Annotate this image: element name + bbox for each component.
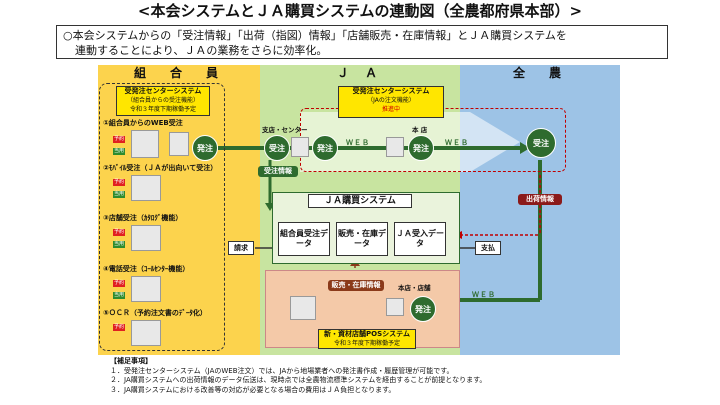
ja-order-system-box: 受発注センターシステム （JAの注文機能） 推進中 — [338, 86, 444, 118]
notes-heading: 【補足事項】 — [110, 357, 152, 365]
order-info-label: 受注情報 — [258, 166, 298, 177]
member-item-web: ①組合員からのWEB受注 予約 当用 — [103, 118, 221, 160]
pos-system-sub: 令和３年度下期稼働予定 — [333, 340, 400, 347]
tag-touyou: 当用 — [113, 241, 125, 248]
store-counter-icon — [131, 225, 161, 251]
member-order-circle: 発注 — [192, 135, 218, 161]
ja-receive-circle: 受注 — [264, 135, 290, 161]
barcode-scanner-icon — [386, 298, 404, 316]
member-item-mobile-label: ②ﾓﾊﾞｲﾙ受注（ＪＡが出向いて受注） — [103, 164, 218, 172]
branch-center-label: 支店・センター — [262, 126, 308, 134]
web-label-1: ＷＥＢ — [346, 139, 370, 147]
honten-staff-pc-icon — [386, 137, 404, 157]
smartphone-icon — [169, 132, 189, 156]
shipping-info-label: 出荷情報 — [518, 194, 562, 205]
honten-label: 本 店 — [412, 126, 428, 134]
store-order-circle: 発注 — [410, 296, 436, 322]
ja-data-ja-receipt: ＪＡ受入データ — [394, 222, 446, 256]
ja-data-member-order: 組合員受注データ — [278, 222, 330, 256]
honten-order-circle: 発注 — [408, 135, 434, 161]
ja-order-system-sub1: （JAの注文機能） — [367, 97, 415, 104]
member-order-group — [99, 83, 225, 351]
pos-register-icon — [290, 296, 316, 320]
ja-data-sales-stock: 販売・在庫データ — [336, 222, 388, 256]
person-pc-icon — [131, 130, 159, 158]
column-ja-header: Ｊ Ａ — [336, 66, 384, 80]
note-1: １．受発注センターシステム（JAのWEB注文）では、JAから地場業者への発注書作… — [110, 366, 454, 375]
billing-label: 請求 — [228, 241, 254, 255]
member-order-system-sub2: 令和３年度下期稼働予定 — [129, 106, 196, 113]
column-kumiai-header: 組 合 員 — [133, 66, 224, 80]
member-item-ocr: ⑤ＯＣＲ（予約注文書のﾃﾞｰﾀ化） 予約 — [103, 308, 221, 348]
tag-yoyaku: 予約 — [113, 280, 125, 287]
member-item-phone: ④電話受注（ｺｰﾙｾﾝﾀｰ機能） 予約 当用 — [103, 264, 221, 304]
member-order-system-title: 受発注センターシステム — [124, 87, 202, 95]
member-item-ocr-label: ⑤ＯＣＲ（予約注文書のﾃﾞｰﾀ化） — [103, 309, 207, 317]
phone-operator-icon — [131, 276, 161, 302]
web-label-2: ＷＥＢ — [445, 139, 469, 147]
note-3: ３．JA購買システムにおける改善等の対応が必要となる場合の費用はＪＡ負担となりま… — [110, 385, 396, 394]
ja-staff-pc-icon — [291, 137, 309, 157]
payment-label: 支払 — [475, 241, 501, 255]
tag-yoyaku: 予約 — [113, 229, 125, 236]
ocr-scanner-icon — [131, 320, 161, 346]
tag-touyou: 当用 — [113, 191, 125, 198]
pos-system-box: 新・資材店舗POSシステム 令和３年度下期稼働予定 — [318, 329, 416, 349]
notes-block: 【補足事項】 １．受発注センターシステム（JAのWEB注文）では、JAから地場業… — [110, 357, 710, 395]
column-zennou-header: 全 農 — [512, 66, 567, 80]
tag-touyou: 当用 — [113, 292, 125, 299]
ja-purchase-title: ＪＡ購買システム — [308, 194, 412, 208]
member-order-system-sub1: （組合員からの受注機能） — [126, 97, 199, 104]
ja-order-system-title: 受発注センターシステム — [352, 87, 430, 95]
ja-order-system-status: 推進中 — [381, 106, 400, 113]
tag-touyou: 当用 — [113, 148, 125, 155]
intro-line-1: ○本会システムからの「受注情報」「出荷（指図）情報」「店舗販売・在庫情報」とＪＡ… — [63, 29, 567, 42]
intro-box: ○本会システムからの「受注情報」「出荷（指図）情報」「店舗販売・在庫情報」とＪＡ… — [56, 25, 668, 59]
member-item-phone-label: ④電話受注（ｺｰﾙｾﾝﾀｰ機能） — [103, 265, 190, 273]
main-order-arrowhead — [520, 142, 530, 154]
zennou-receive-circle: 受注 — [526, 128, 556, 158]
member-item-store: ③店舗受注（ｶﾀﾛｸﾞ機能） 予約 当用 — [103, 213, 221, 253]
tag-yoyaku: 予約 — [113, 179, 125, 186]
member-item-store-label: ③店舗受注（ｶﾀﾛｸﾞ機能） — [103, 214, 183, 222]
honten-store-label: 本店・店舗 — [398, 284, 431, 292]
member-item-mobile: ②ﾓﾊﾞｲﾙ受注（ＪＡが出向いて受注） 予約 当用 — [103, 163, 221, 205]
member-item-web-label: ①組合員からのWEB受注 — [103, 119, 183, 127]
tag-yoyaku: 予約 — [113, 324, 125, 331]
ja-order-circle: 発注 — [312, 135, 338, 161]
sales-stock-label: 販売・在庫情報 — [328, 280, 384, 291]
tag-yoyaku: 予約 — [113, 136, 125, 143]
page-title: <本会システムとＪＡ購買システムの連動図（全農都府県本部）> — [137, 2, 583, 20]
intro-line-2: 連動することにより、ＪＡの業務をさらに効率化。 — [75, 44, 328, 57]
member-order-system-box: 受発注センターシステム （組合員からの受注機能） 令和３年度下期稼働予定 — [116, 86, 210, 116]
note-2: ２．JA購買システムへの出荷情報のデータ伝送は、現時点では全農物流標準システムを… — [110, 376, 487, 384]
pos-system-title: 新・資材店舗POSシステム — [324, 330, 410, 338]
web-label-3: ＷＥＢ — [472, 291, 496, 299]
staff-visit-icon — [131, 175, 161, 201]
